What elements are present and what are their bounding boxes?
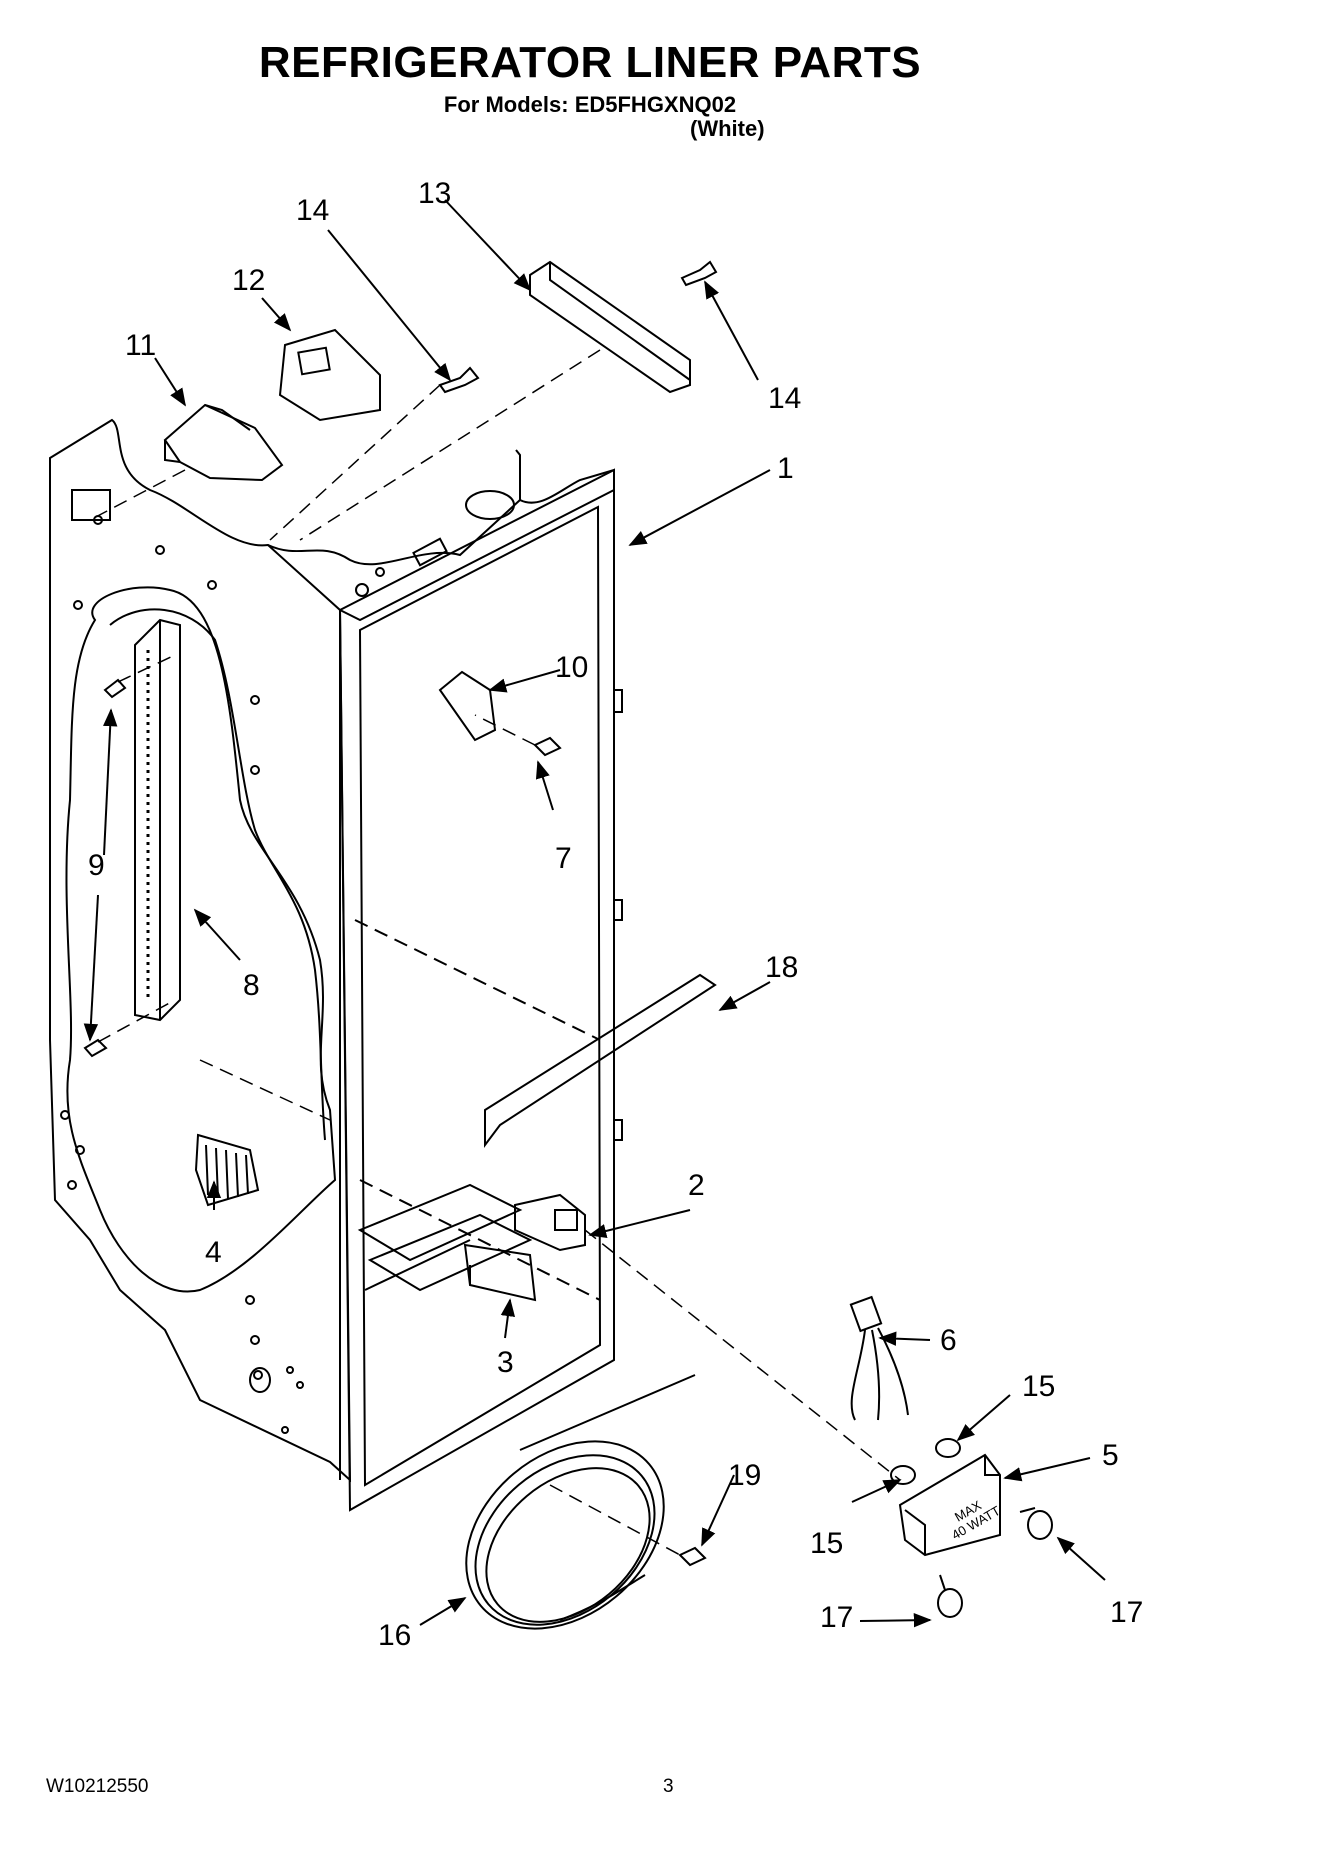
screw-part-9-lower (83, 1038, 108, 1058)
screw-part-7 (533, 736, 562, 757)
wire-harness-part-6 (849, 1295, 909, 1421)
callout-13: 13 (418, 177, 451, 210)
liner-cabinet (49, 418, 623, 1512)
callout-18: 18 (765, 951, 798, 984)
color-line: (White) (690, 116, 765, 141)
callout-10: 10 (555, 651, 588, 684)
bracket-part-10 (438, 670, 497, 742)
callout-17-right: 17 (1110, 1596, 1143, 1629)
callout-11: 11 (125, 329, 156, 362)
control-housing-part-11 (163, 403, 284, 482)
callout-14-right: 14 (768, 382, 801, 415)
assembly-dashed-lines (89, 349, 901, 1556)
callout-9: 9 (88, 849, 105, 882)
doc-number: W10212550 (46, 1776, 149, 1797)
callout-6: 6 (940, 1324, 957, 1357)
coiled-tube-part-16 (465, 1374, 696, 1630)
clip-part-15-upper (935, 1438, 961, 1458)
bulb-part-17-lower (937, 1574, 963, 1618)
models-line: For Models: ED5FHGXNQ02 (443, 92, 737, 117)
callout-4: 4 (205, 1236, 222, 1269)
callout-arrows (83, 199, 1106, 1628)
callout-14-upper: 14 (296, 194, 329, 227)
callout-3: 3 (497, 1346, 514, 1379)
screw-part-14-right (680, 260, 718, 287)
shelf-ladder-part-8 (134, 618, 181, 1022)
screws (83, 260, 718, 1567)
screw-part-14-upper (438, 366, 480, 394)
callout-numbers: 1 2 3 4 5 6 7 8 9 10 11 12 13 14 14 15 1… (88, 177, 1143, 1652)
bulb-part-17-right (1019, 1507, 1053, 1540)
cross-rail-part-18 (484, 973, 717, 1148)
callout-2: 2 (688, 1169, 705, 1202)
callout-19: 19 (728, 1459, 761, 1492)
callout-15-upper: 15 (1022, 1370, 1055, 1403)
page-number: 3 (663, 1776, 674, 1797)
callout-7: 7 (555, 842, 572, 875)
screw-part-9-upper (103, 678, 127, 699)
callout-17-lower: 17 (820, 1601, 853, 1634)
bracket-part-2 (514, 1193, 586, 1252)
callout-1: 1 (777, 452, 794, 485)
callout-12: 12 (232, 264, 265, 297)
callout-15-lower: 15 (810, 1527, 843, 1560)
clip-part-15-lower (890, 1465, 916, 1485)
bracket-part-12 (278, 328, 381, 422)
page-title: REFRIGERATOR LINER PARTS (258, 38, 922, 87)
top-trim-part-13 (529, 260, 691, 394)
vent-grille-part-4 (194, 1133, 260, 1207)
callout-8: 8 (243, 969, 260, 1002)
bracket-part-3 (463, 1243, 537, 1302)
callout-16: 16 (378, 1619, 411, 1652)
callout-5: 5 (1102, 1439, 1119, 1472)
screw-part-19 (678, 1546, 707, 1567)
lamp-socket-part-5 (898, 1453, 1001, 1557)
